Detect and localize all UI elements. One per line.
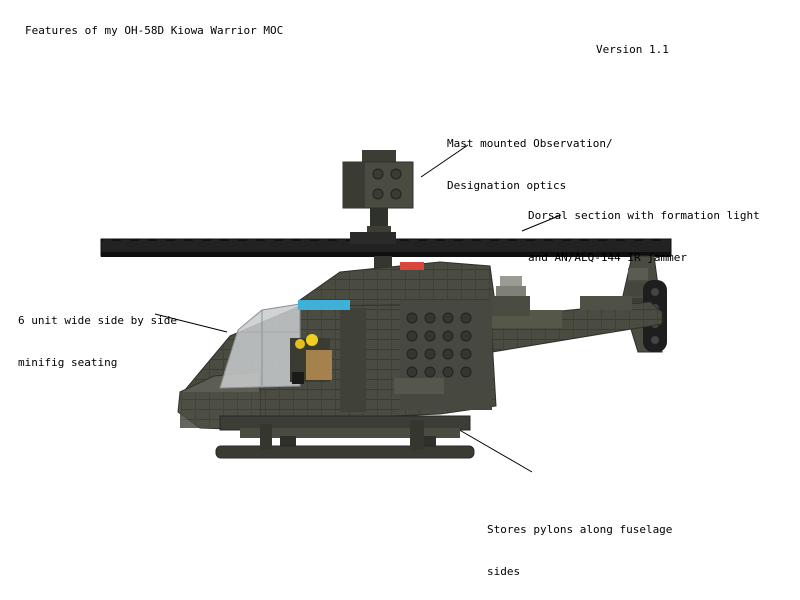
skids-and-pylons [215,415,475,459]
rotor-mast [374,256,392,270]
canopy [219,300,350,389]
annotation-line: Stores pylons along fuselage [487,523,673,536]
annotation-mast-optics: Mast mounted Observation/ Designation op… [447,109,613,221]
minifig-crew [290,334,332,384]
leader-line-seating [154,313,228,333]
annotation-line: and AN/ALQ-144 IR jammer [528,251,687,264]
annotation-line: Dorsal section with formation light [528,209,760,222]
annotation-dorsal-section: Dorsal section with formation light and … [528,181,760,293]
leader-line-dorsal [521,214,562,232]
page-title: Features of my OH-58D Kiowa Warrior MOC [25,24,284,37]
annotation-line: Designation optics [447,179,567,192]
annotation-line: minifig seating [18,356,118,369]
annotation-seating: 6 unit wide side by side minifig seating [18,286,177,398]
version-label: Version 1.1 [596,43,669,56]
visor [298,300,350,310]
main-rotor [100,232,672,257]
leader-line-pylons [455,427,533,473]
mast-sight [342,150,414,238]
annotation-line: Mast mounted Observation/ [447,137,613,150]
annotation-stores-pylons: Stores pylons along fuselage sides [487,495,672,600]
formation-light [400,262,424,270]
annotation-line: 6 unit wide side by side [18,314,177,327]
leader-lines [154,144,562,473]
leader-line-optics [420,144,469,178]
annotation-line: sides [487,565,521,578]
